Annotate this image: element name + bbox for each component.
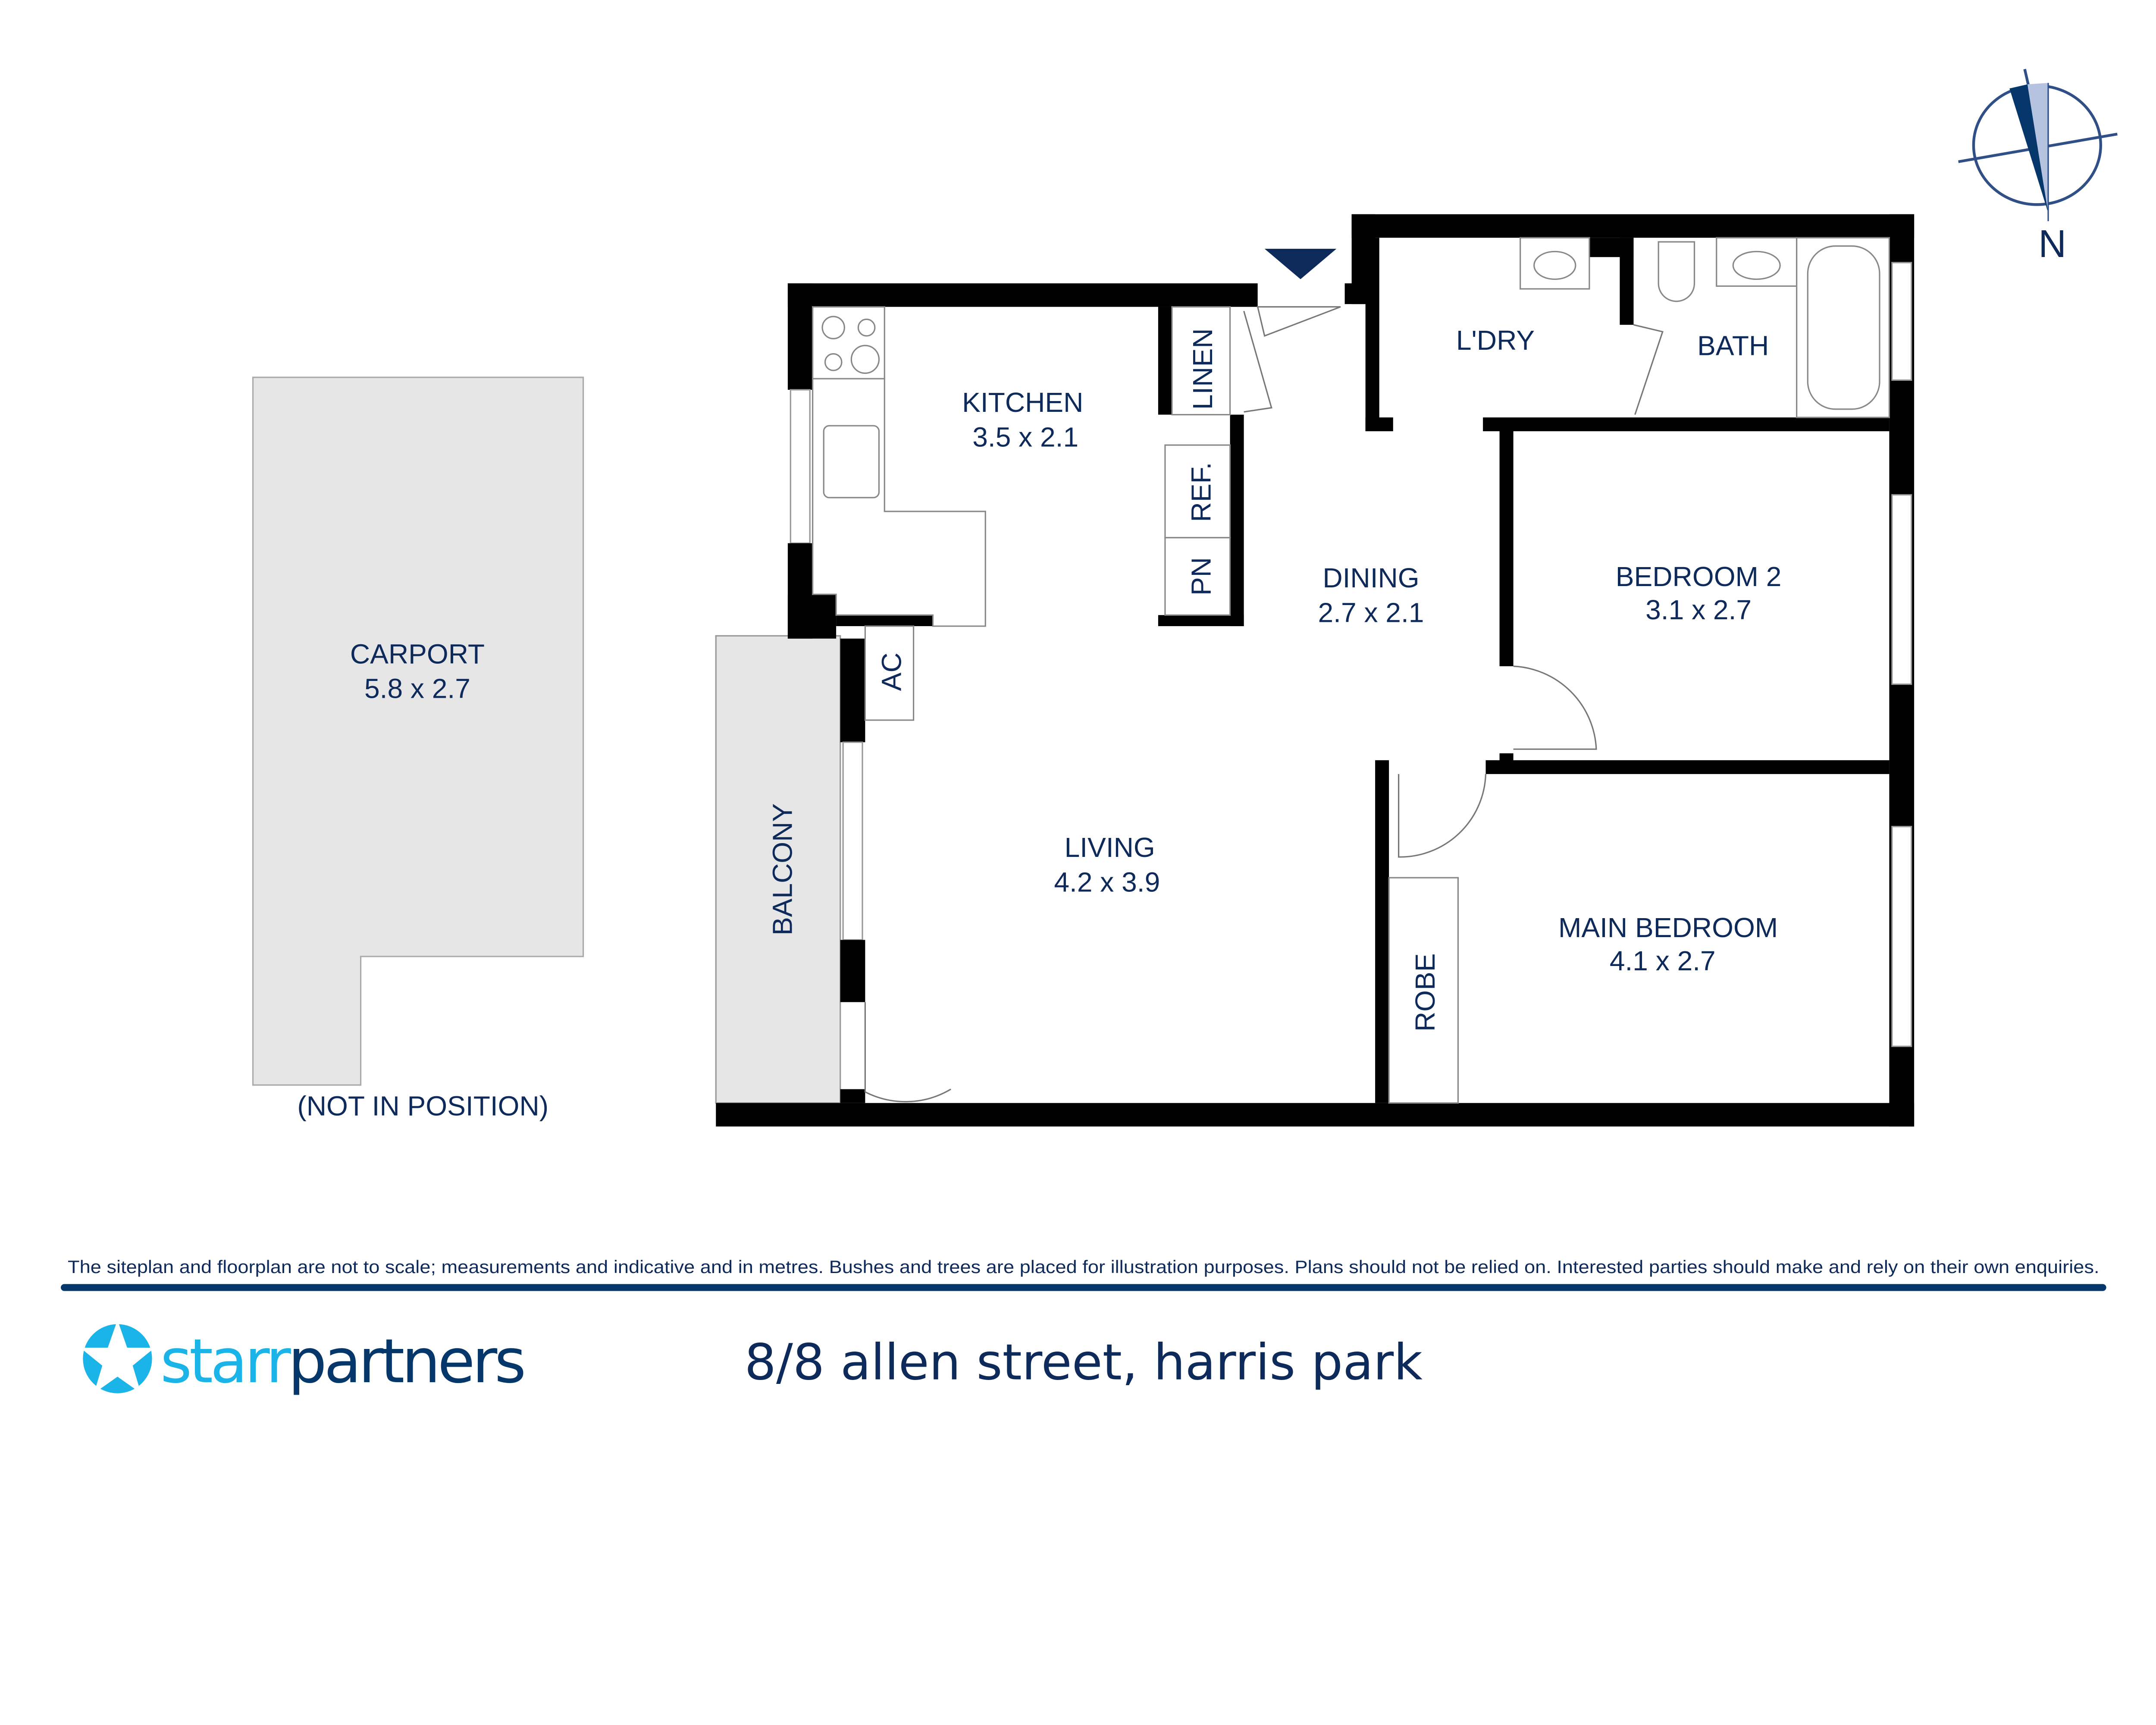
carport-note: (NOT IN POSITION) bbox=[297, 1091, 548, 1122]
ac-label: AC bbox=[876, 652, 907, 691]
carport-size: 5.8 x 2.7 bbox=[364, 673, 470, 704]
floorplan-sheet: CARPORT 5.8 x 2.7 (NOT IN POSITION) BALC… bbox=[61, 69, 2118, 1397]
balcony: BALCONY bbox=[715, 635, 841, 1104]
north-arrow-icon: N bbox=[1958, 69, 2118, 266]
compass-north-label: N bbox=[2038, 223, 2066, 266]
entry-marker-icon bbox=[1264, 248, 1337, 279]
living-label: LIVING bbox=[1065, 832, 1155, 863]
robe-label: ROBE bbox=[1410, 953, 1441, 1032]
living-size: 4.2 x 3.9 bbox=[1054, 866, 1160, 897]
linen-label: LINEN bbox=[1187, 328, 1218, 410]
bath-label: BATH bbox=[1697, 330, 1769, 361]
brand-logo: starrpartners bbox=[80, 1320, 526, 1397]
disclaimer-text: The siteplan and floorplan are not to sc… bbox=[68, 1257, 2100, 1277]
dining-size: 2.7 x 2.1 bbox=[1318, 597, 1424, 628]
ac-unit bbox=[864, 625, 915, 721]
ref-label: REF. bbox=[1186, 462, 1217, 522]
bedroom2-size: 3.1 x 2.7 bbox=[1645, 594, 1752, 625]
bedroom2-label: BEDROOM 2 bbox=[1616, 561, 1782, 592]
pantry-label: PN bbox=[1186, 557, 1217, 596]
linen-cupboard bbox=[1171, 306, 1231, 416]
pantry bbox=[1164, 537, 1231, 616]
carport-label: CARPORT bbox=[350, 638, 485, 669]
main-bedroom-size: 4.1 x 2.7 bbox=[1610, 945, 1716, 976]
balcony-label: BALCONY bbox=[767, 803, 798, 935]
footer-rule bbox=[61, 1284, 2106, 1291]
kitchen-label: KITCHEN bbox=[962, 387, 1083, 418]
carport: CARPORT 5.8 x 2.7 (NOT IN POSITION) bbox=[252, 376, 584, 1122]
brand-name: starrpartners bbox=[160, 1326, 523, 1397]
doors bbox=[864, 248, 1664, 1103]
fixtures bbox=[812, 237, 1890, 1104]
robe bbox=[1388, 877, 1459, 1104]
room-labels: KITCHEN 3.5 x 2.1 DINING 2.7 x 2.1 LIVIN… bbox=[876, 325, 1782, 1032]
fridge-space bbox=[1164, 444, 1231, 539]
walls bbox=[716, 214, 1915, 1127]
laundry-label: L'DRY bbox=[1456, 325, 1535, 356]
main-bedroom-label: MAIN BEDROOM bbox=[1558, 912, 1778, 943]
dining-label: DINING bbox=[1322, 562, 1419, 593]
kitchen-size: 3.5 x 2.1 bbox=[972, 421, 1078, 452]
property-address: 8/8 allen street, harris park bbox=[745, 1334, 1423, 1392]
